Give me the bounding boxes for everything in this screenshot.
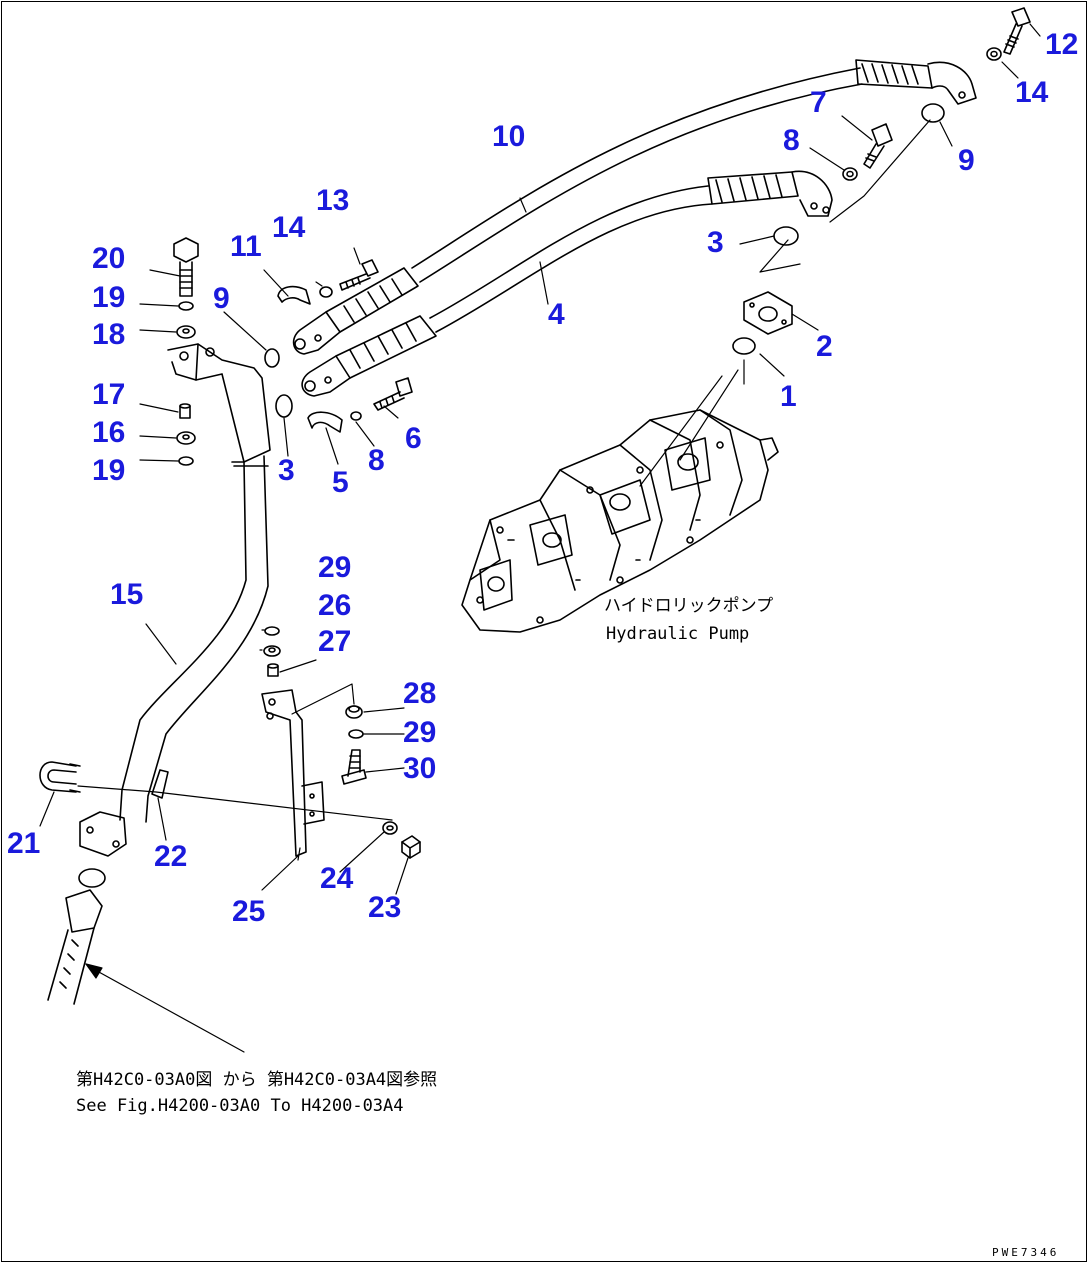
o-ring-1 bbox=[732, 337, 756, 355]
washer-29-lower bbox=[348, 729, 364, 739]
part-label-15: 15 bbox=[110, 578, 144, 611]
spacer-17 bbox=[179, 403, 191, 419]
reference-note-jp: 第H42C0-03A0図 から 第H42C0-03A4図参照 bbox=[76, 1070, 438, 1090]
bracket-25 bbox=[261, 689, 325, 857]
part-label-30: 30 bbox=[403, 752, 437, 785]
part-label-10: 10 bbox=[492, 120, 526, 153]
hose-10 bbox=[292, 59, 977, 355]
part-label-26: 26 bbox=[318, 589, 352, 622]
tube-15 bbox=[79, 343, 271, 857]
washer-8-left bbox=[350, 411, 362, 421]
part-label-8: 8 bbox=[368, 444, 385, 477]
pump-label-en: Hydraulic Pump bbox=[606, 624, 750, 644]
part-label-24: 24 bbox=[320, 862, 354, 895]
part-label-17: 17 bbox=[92, 378, 126, 411]
o-ring-9-right bbox=[921, 103, 945, 123]
part-label-2: 2 bbox=[816, 330, 833, 363]
part-label-5: 5 bbox=[332, 466, 349, 499]
clamp-11 bbox=[277, 285, 311, 305]
washer-18 bbox=[176, 325, 196, 339]
part-label-3: 3 bbox=[707, 226, 724, 259]
part-label-6: 6 bbox=[405, 422, 422, 455]
part-label-7: 7 bbox=[810, 86, 827, 119]
washer-19-upper bbox=[178, 301, 194, 311]
part-label-16: 16 bbox=[92, 416, 126, 449]
part-label-20: 20 bbox=[92, 242, 126, 275]
part-label-12: 12 bbox=[1045, 28, 1079, 61]
washer-29-upper bbox=[264, 626, 280, 636]
part-label-27: 27 bbox=[318, 625, 352, 658]
part-label-1: 1 bbox=[780, 380, 797, 413]
part-label-11: 11 bbox=[230, 230, 262, 263]
nut-28 bbox=[345, 705, 363, 719]
washer-24 bbox=[382, 821, 398, 835]
leader-lines bbox=[39, 23, 1041, 1053]
o-ring-9-left bbox=[264, 348, 280, 368]
part-label-19: 19 bbox=[92, 281, 126, 314]
part-label-22: 22 bbox=[154, 840, 188, 873]
part-label-14: 14 bbox=[272, 211, 306, 244]
flange-2 bbox=[743, 291, 793, 335]
washer-26 bbox=[263, 645, 281, 657]
bolt-13 bbox=[339, 259, 379, 291]
lower-hose bbox=[47, 889, 103, 1005]
hydraulic-pump bbox=[461, 409, 779, 633]
part-label-4: 4 bbox=[548, 298, 565, 331]
u-bolt-21 bbox=[39, 761, 81, 793]
drawing-code: PWE7346 bbox=[992, 1246, 1060, 1259]
washer-16 bbox=[176, 431, 196, 445]
hose-4 bbox=[301, 170, 833, 397]
pump-label-jp: ハイドロリックポンプ bbox=[604, 596, 774, 616]
clamp-5 bbox=[307, 411, 343, 433]
part-label-18: 18 bbox=[92, 318, 126, 351]
part-label-8: 8 bbox=[783, 124, 800, 157]
o-ring-lower bbox=[78, 868, 106, 888]
reference-note-en: See Fig.H4200-03A0 To H4200-03A4 bbox=[76, 1096, 404, 1116]
o-ring-3-left bbox=[275, 394, 293, 418]
part-label-3: 3 bbox=[278, 454, 295, 487]
nut-23 bbox=[401, 835, 421, 859]
part-label-23: 23 bbox=[368, 891, 402, 924]
part-label-19: 19 bbox=[92, 454, 126, 487]
part-label-9: 9 bbox=[213, 282, 230, 315]
washer-8-upper bbox=[842, 167, 858, 181]
part-label-29: 29 bbox=[403, 716, 437, 749]
part-label-9: 9 bbox=[958, 144, 975, 177]
washer-19-lower bbox=[178, 456, 194, 466]
part-label-13: 13 bbox=[316, 184, 350, 217]
bolt-6 bbox=[373, 377, 413, 411]
part-label-29: 29 bbox=[318, 551, 352, 584]
bolt-30 bbox=[341, 749, 367, 785]
spacer-27 bbox=[267, 663, 279, 677]
part-label-25: 25 bbox=[232, 895, 266, 928]
washer-14-left bbox=[319, 286, 333, 298]
part-label-14: 14 bbox=[1015, 76, 1049, 109]
clip-22 bbox=[151, 769, 169, 799]
bolt-7 bbox=[863, 123, 893, 169]
bolt-20 bbox=[173, 237, 199, 297]
bolt-12 bbox=[1003, 7, 1031, 55]
part-label-21: 21 bbox=[7, 827, 41, 860]
washer-14-upper bbox=[986, 47, 1002, 61]
part-label-28: 28 bbox=[403, 677, 437, 710]
